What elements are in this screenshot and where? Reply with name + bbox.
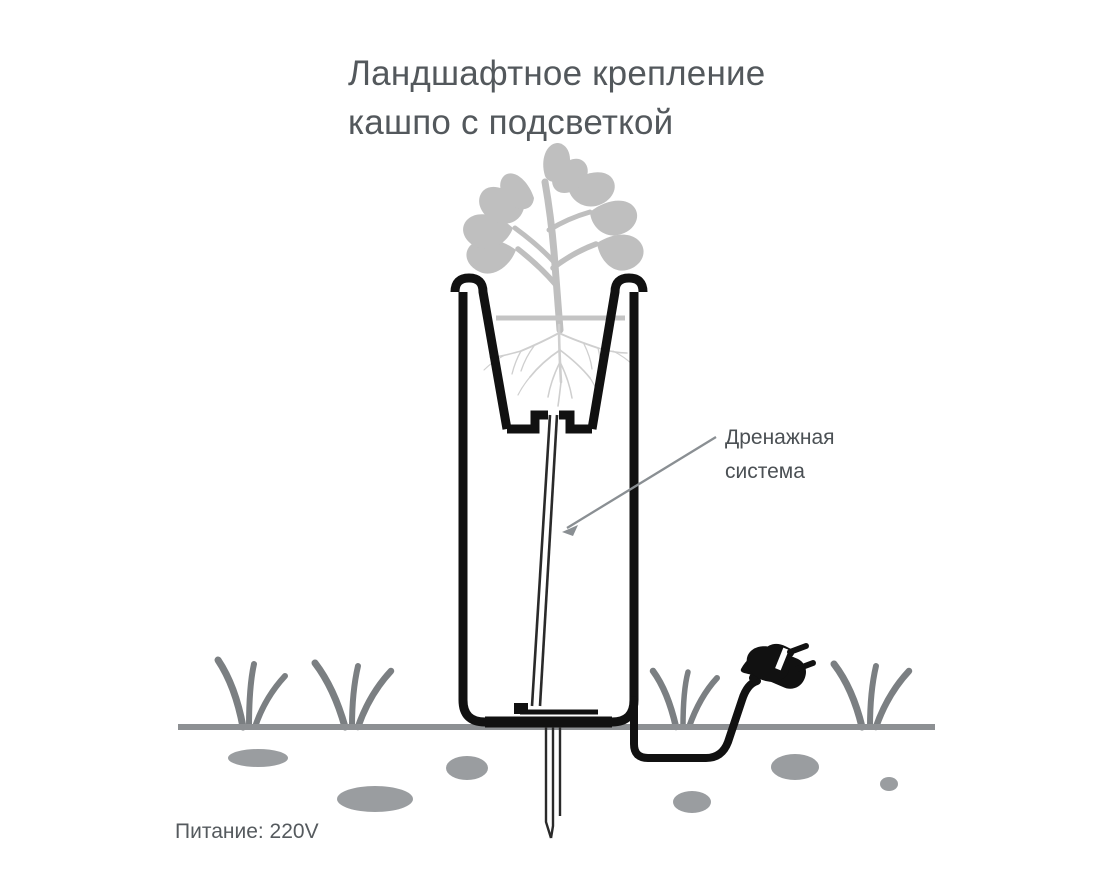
- root-system: [483, 323, 635, 407]
- grass-tufts: [214, 656, 913, 731]
- callout-drainage-line-1: Дренажная: [725, 426, 835, 449]
- underground-stones: [228, 749, 898, 813]
- base-plate: [485, 703, 612, 728]
- ground-spike: [544, 727, 562, 839]
- drainage-tube: [530, 414, 559, 707]
- title-line-1: Ландшафтное крепление: [348, 54, 765, 93]
- power-cable: [630, 677, 761, 762]
- power-plug: [740, 643, 816, 689]
- title-line-2: кашпо с подсветкой: [348, 103, 673, 142]
- callout-drainage-line-2: система: [725, 460, 805, 483]
- inner-pot: [450, 273, 648, 434]
- power-spec-label: Питание: 220V: [175, 820, 319, 843]
- callout-drainage: Дренажная система: [562, 426, 835, 536]
- plant-silhouette: [463, 143, 644, 334]
